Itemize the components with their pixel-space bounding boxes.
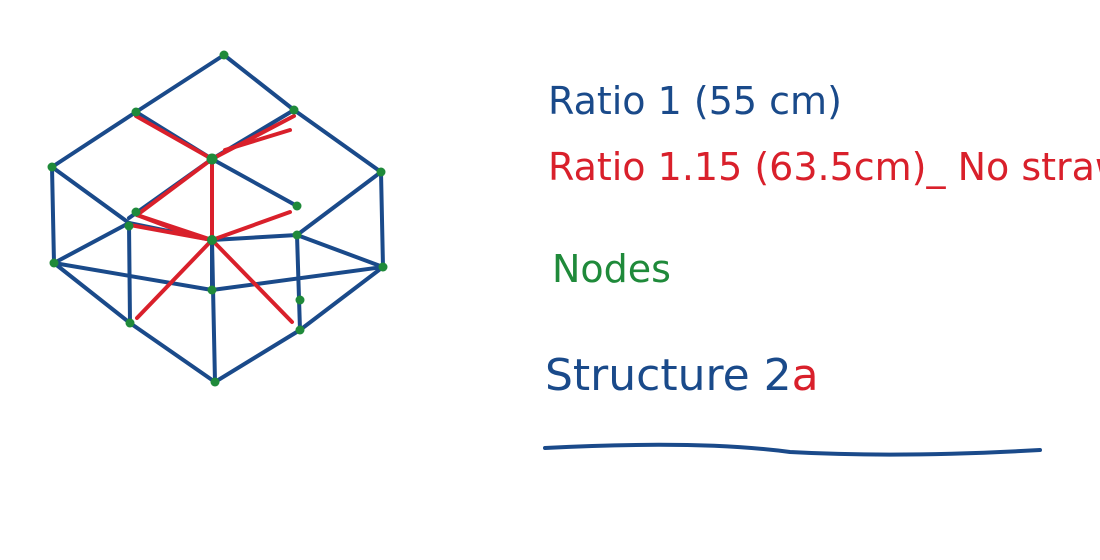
title-underline [543, 442, 1042, 457]
edge [295, 233, 302, 332]
node [47, 162, 57, 172]
node [210, 377, 220, 387]
edge [298, 265, 385, 332]
legend-ratio-1: Ratio 1 (55 cm) [548, 79, 842, 123]
edge [210, 210, 292, 242]
node [219, 50, 229, 60]
edge [128, 321, 217, 384]
legend-ratio-115: Ratio 1.15 (63.5cm)_ No straw [548, 145, 1100, 189]
node [376, 167, 386, 177]
node [206, 153, 218, 165]
edge [52, 261, 132, 325]
edge [50, 110, 138, 169]
node [295, 325, 305, 335]
edge [295, 170, 383, 237]
node [131, 107, 141, 117]
structure-title-main: Structure 2 [545, 350, 792, 401]
edge [135, 238, 214, 320]
structure-title: Structure 2a [545, 350, 819, 401]
edge [210, 114, 296, 161]
node [292, 201, 302, 211]
node [295, 295, 305, 305]
node [292, 230, 302, 240]
node [125, 318, 135, 328]
edge [50, 165, 131, 225]
node [131, 207, 141, 217]
red-edges [128, 114, 296, 324]
edge [127, 221, 132, 325]
edge [135, 213, 184, 234]
edge [210, 238, 294, 324]
node [124, 221, 134, 231]
edge [52, 261, 214, 292]
node [207, 235, 217, 245]
edge [135, 157, 214, 217]
edge [223, 128, 292, 152]
edge [50, 165, 56, 265]
legend-nodes: Nodes [552, 247, 671, 291]
node [49, 258, 59, 268]
edge [379, 170, 385, 269]
edge [210, 233, 299, 242]
edge [213, 328, 302, 384]
edge [222, 53, 296, 112]
edge [295, 233, 385, 269]
edge [292, 108, 383, 174]
edge [134, 53, 226, 114]
blue-edges [50, 53, 385, 384]
edge [210, 265, 385, 292]
node [207, 285, 217, 295]
node [378, 262, 388, 272]
nodes [47, 50, 388, 387]
edge [128, 223, 214, 242]
structure-title-suffix: a [792, 350, 819, 401]
node [289, 105, 299, 115]
edge [210, 157, 299, 208]
edge [52, 221, 131, 265]
edge [134, 114, 214, 161]
